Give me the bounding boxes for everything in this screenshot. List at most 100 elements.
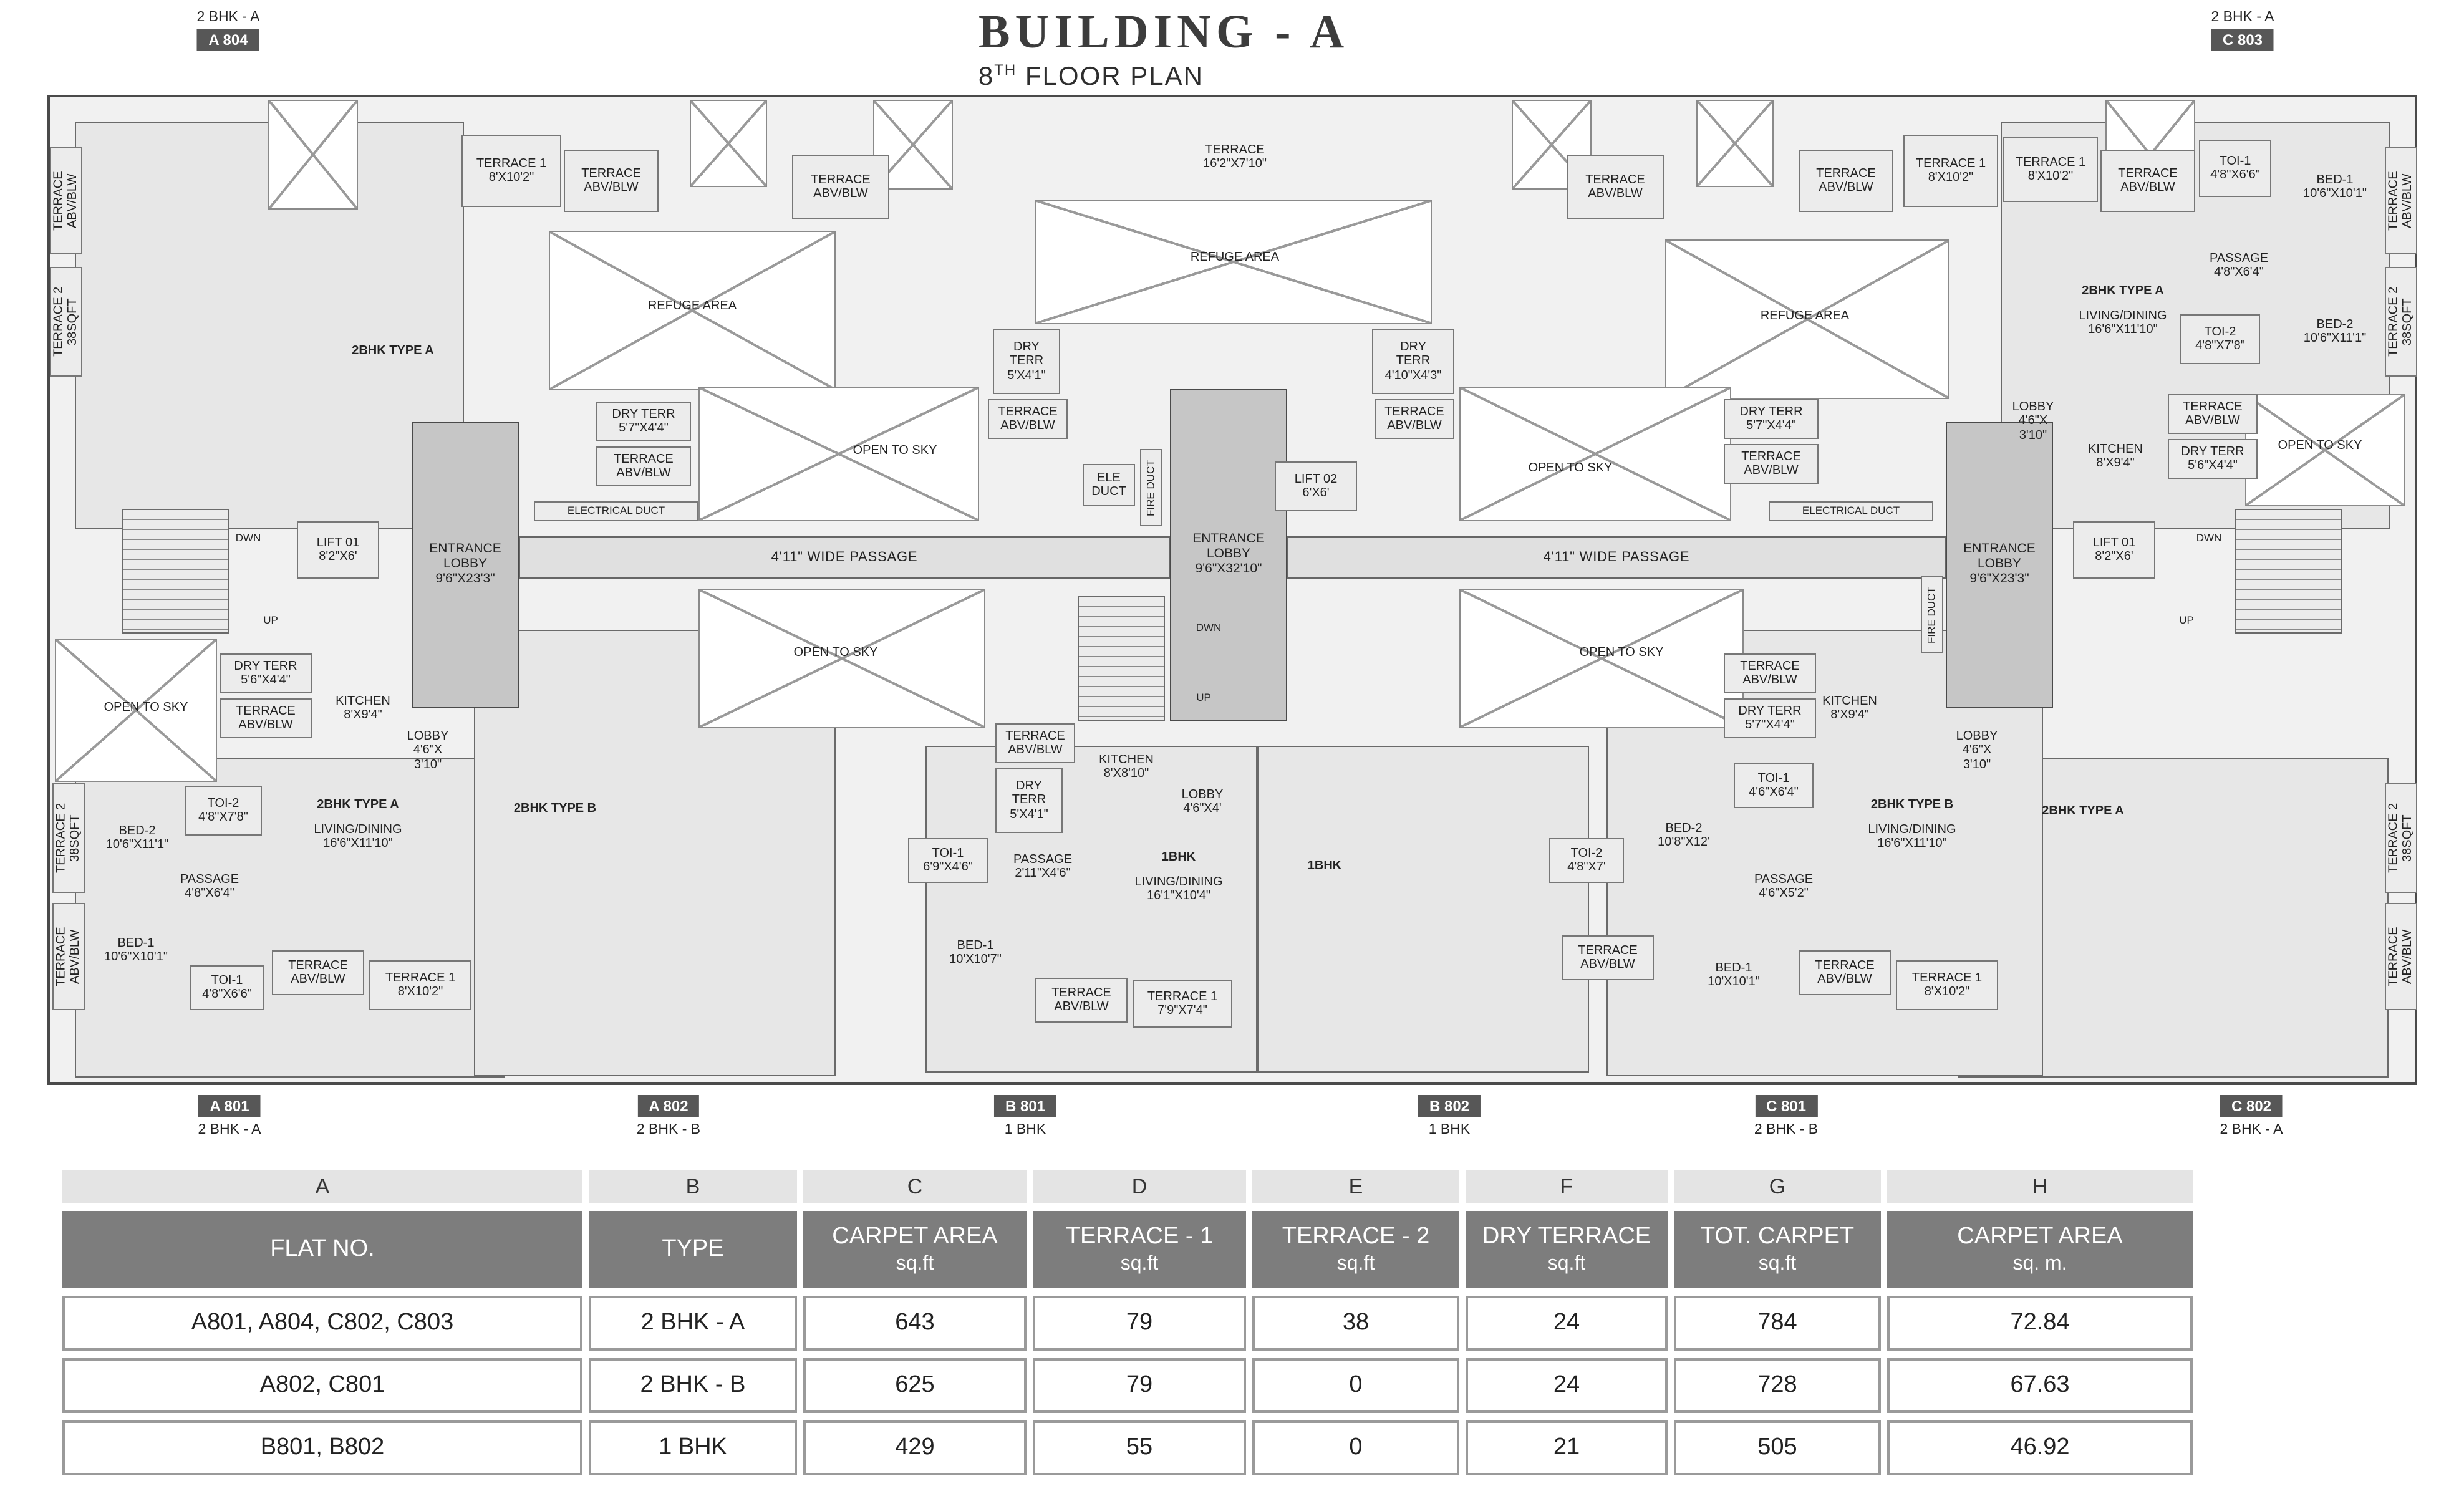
room-label: TOI-1 6'9"X4'6" bbox=[908, 838, 988, 883]
room-label: FIRE DUCT bbox=[1921, 576, 1943, 653]
flat-type: 1 BHK bbox=[1004, 1122, 1046, 1137]
room-label: 1BHK bbox=[1161, 851, 1196, 865]
room-label: UP bbox=[263, 614, 278, 627]
room-label: DWN bbox=[235, 531, 261, 544]
table-cell: 46.92 bbox=[1887, 1420, 2193, 1475]
plan-block bbox=[2245, 394, 2405, 506]
room-label: 2BHK TYPE A bbox=[317, 798, 399, 812]
room-label: 2BHK TYPE B bbox=[1870, 798, 1954, 812]
building-title: BUILDING - A bbox=[978, 6, 1350, 59]
floor-ordinal-suffix: TH bbox=[994, 61, 1017, 79]
room-label: PASSAGE 4'6"X5'2" bbox=[1754, 872, 1814, 900]
room-label: TERRACE 2 38SQFT bbox=[52, 783, 85, 893]
room-label: BED-1 10'X10'1" bbox=[1708, 961, 1760, 989]
floor-subtitle-text: FLOOR PLAN bbox=[1017, 62, 1204, 91]
plan-area-label: ENTRANCE LOBBY 9'6"X23'3" bbox=[1946, 422, 2053, 708]
plan-block bbox=[873, 100, 953, 190]
room-label: TERRACE ABV/BLW bbox=[2100, 150, 2195, 212]
room-label: KITCHEN 8'X9'4" bbox=[2088, 442, 2143, 470]
plan-block bbox=[1459, 387, 1731, 521]
room-label: TERRACE ABV/BLW bbox=[564, 150, 659, 212]
table-cell: 784 bbox=[1674, 1296, 1881, 1351]
table-cell: 55 bbox=[1033, 1420, 1246, 1475]
room-label: TERRACE ABV/BLW bbox=[52, 903, 85, 1010]
table-cell: 79 bbox=[1033, 1358, 1246, 1413]
plan-area-label: 4'11" WIDE PASSAGE bbox=[519, 536, 1170, 579]
plan-block bbox=[122, 509, 229, 634]
floor-number: 8 bbox=[978, 62, 995, 91]
room-label: TERRACE ABV/BLW bbox=[1724, 444, 1819, 484]
table-cell: 67.63 bbox=[1887, 1358, 2193, 1413]
room-label: REFUGE AREA bbox=[647, 299, 737, 314]
table-cell: 21 bbox=[1466, 1420, 1668, 1475]
room-label: BED-2 10'6"X11'1" bbox=[2303, 317, 2367, 345]
room-label: OPEN TO SKY bbox=[793, 646, 878, 660]
room-label: OPEN TO SKY bbox=[104, 701, 188, 715]
plan-block bbox=[2235, 509, 2342, 634]
plan-block bbox=[549, 231, 836, 390]
room-label: TERRACE 1 8'X10'2" bbox=[461, 135, 561, 207]
room-label: TERRACE ABV/BLW bbox=[220, 698, 312, 738]
room-label: TOI-1 4'6"X6'4" bbox=[1734, 763, 1814, 808]
plan-block bbox=[1459, 589, 1744, 728]
room-label: BED-1 10'6"X10'1" bbox=[104, 936, 168, 964]
table-cell: 643 bbox=[803, 1296, 1027, 1351]
room-label: LIVING/DINING 16'6"X11'10" bbox=[2079, 309, 2167, 337]
room-label: DRY TERR 4'10"X4'3" bbox=[1372, 329, 1454, 394]
plan-block bbox=[1696, 100, 1774, 187]
room-label: FIRE DUCT bbox=[1140, 449, 1162, 526]
column-letter: H bbox=[1887, 1170, 2193, 1203]
plan-block bbox=[1665, 239, 1949, 399]
table-cell: 79 bbox=[1033, 1296, 1246, 1351]
room-label: DRY TERR 5'7"X4'4" bbox=[1724, 399, 1819, 439]
room-label: TERRACE ABV/BLW bbox=[1567, 155, 1664, 219]
plan-area-label: 4'11" WIDE PASSAGE bbox=[1287, 536, 1946, 579]
flat-badge: A 804 bbox=[197, 29, 259, 51]
room-label: OPEN TO SKY bbox=[1579, 646, 1664, 660]
flat-type: 2 BHK - B bbox=[1754, 1122, 1819, 1137]
table-cell: 1 BHK bbox=[589, 1420, 797, 1475]
column-header: TYPE bbox=[589, 1211, 797, 1288]
room-label: TERRACE ABV/BLW bbox=[792, 155, 889, 219]
table-cell: 2 BHK - B bbox=[589, 1358, 797, 1413]
room-label: LOBBY 4'6"X4' bbox=[1181, 788, 1224, 816]
column-letter: G bbox=[1674, 1170, 1881, 1203]
table-cell: 0 bbox=[1252, 1420, 1459, 1475]
room-label: UP bbox=[2179, 614, 2194, 627]
table-cell: 625 bbox=[803, 1358, 1027, 1413]
room-label: TERRACE ABV/BLW bbox=[1799, 150, 1893, 212]
column-letter: B bbox=[589, 1170, 797, 1203]
flat-badge: B 802 bbox=[1418, 1095, 1481, 1117]
room-label: BED-2 10'8"X12' bbox=[1658, 821, 1710, 849]
flat-type: 2 BHK - A bbox=[2220, 1122, 2283, 1137]
room-label: TERRACE 2 38SQFT bbox=[2385, 267, 2417, 377]
room-label: TERRACE ABV/BLW bbox=[988, 399, 1068, 439]
room-label: TERRACE ABV/BLW bbox=[272, 950, 364, 995]
flat-badge: C 803 bbox=[2211, 29, 2274, 51]
flat-type: 2 BHK - B bbox=[636, 1122, 701, 1137]
room-label: OPEN TO SKY bbox=[1528, 461, 1613, 476]
room-label: DRY TERR 5'7"X4'4" bbox=[596, 402, 691, 441]
floor-subtitle: 8TH FLOOR PLAN bbox=[978, 61, 1349, 92]
column-letter: F bbox=[1466, 1170, 1668, 1203]
room-label: 1BHK bbox=[1307, 859, 1342, 874]
room-label: DRY TERR 5'7"X4'4" bbox=[1724, 698, 1816, 738]
room-label: KITCHEN 8'X9'4" bbox=[336, 694, 390, 722]
room-label: TERRACE 1 7'9"X7'4" bbox=[1133, 980, 1232, 1028]
room-label: DRY TERR 5'X4'1" bbox=[993, 329, 1060, 394]
room-label: 2BHK TYPE A bbox=[2042, 804, 2124, 819]
table-cell: 2 BHK - A bbox=[589, 1296, 797, 1351]
room-label: ELE DUCT bbox=[1083, 464, 1135, 506]
room-label: TOI-1 4'8"X6'6" bbox=[2199, 140, 2271, 197]
room-label: TOI-2 4'8"X7' bbox=[1549, 838, 1624, 883]
room-label: BED-1 10'6"X10'1" bbox=[2303, 173, 2367, 201]
plan-block bbox=[1078, 596, 1165, 721]
plan-block bbox=[698, 387, 979, 521]
room-label: TERRACE ABV/BLW bbox=[50, 147, 82, 254]
